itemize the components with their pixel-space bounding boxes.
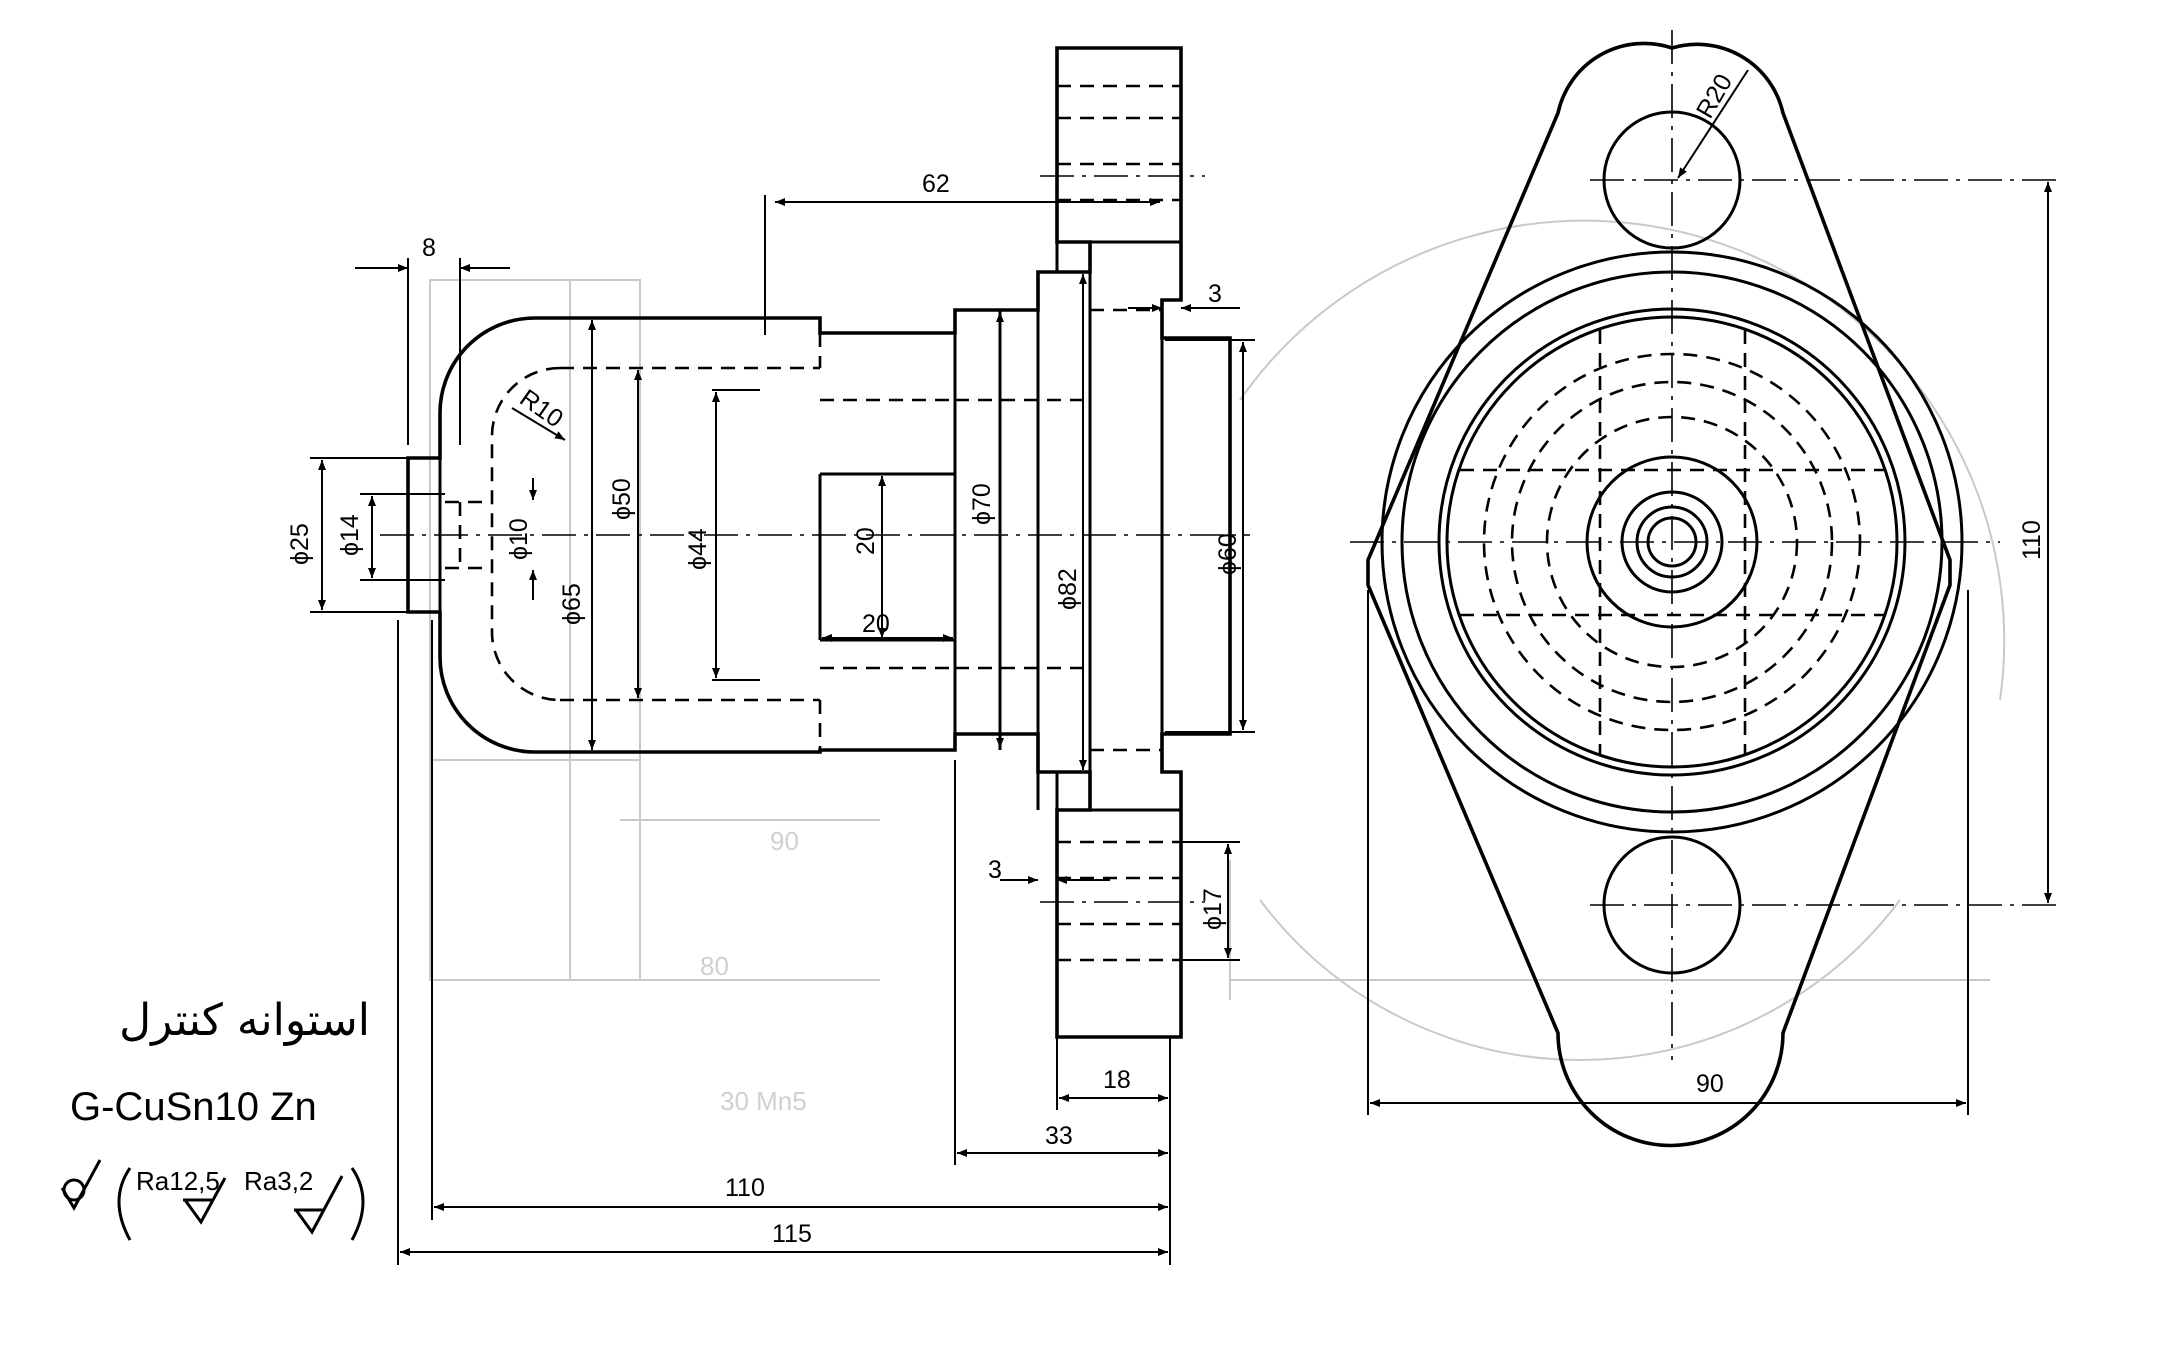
dim-20-vertical: 20: [852, 527, 880, 555]
svg-text:30 Mn5: 30 Mn5: [720, 1086, 807, 1116]
side-view: [1350, 30, 2060, 1148]
close-paren: [350, 1167, 365, 1241]
dim-110-side: 110: [2018, 520, 2046, 560]
dim-3-bottom: 3: [988, 856, 1002, 884]
dim-dia65: ϕ65: [558, 583, 586, 625]
dim-dia60: ϕ60: [1214, 533, 1242, 575]
dim-dia70: ϕ70: [968, 483, 996, 525]
dim-dia10: ϕ10: [505, 518, 533, 560]
roughness-symbol-1: [183, 1177, 227, 1225]
part-title: استوانه کنترل: [119, 995, 370, 1046]
dim-110-front: 110: [725, 1174, 765, 1202]
front-dimensions: 8 62 3 R10 ϕ25 ϕ14 ϕ10 ϕ65 ϕ50: [286, 170, 1255, 1265]
machined-surface-symbol: [60, 1159, 102, 1212]
dim-3-top: 3: [1208, 280, 1222, 308]
roughness-value-2: Ra3,2: [244, 1166, 313, 1196]
roughness-symbol-2: [294, 1175, 344, 1235]
dim-18: 18: [1103, 1066, 1131, 1094]
open-paren: [117, 1167, 132, 1241]
dim-62: 62: [922, 170, 950, 198]
dim-33: 33: [1045, 1122, 1073, 1150]
dim-90: 90: [1696, 1070, 1724, 1098]
dim-dia82: ϕ82: [1054, 568, 1082, 610]
dim-dia14: ϕ14: [336, 514, 364, 556]
roughness-value-1: Ra12,5: [136, 1166, 220, 1196]
show-through-artifacts: 80 90 30 Mn5: [429, 219, 2006, 1116]
flange-outline: [1366, 41, 1952, 1148]
svg-text:90: 90: [770, 826, 799, 856]
side-dimensions: R20 110 90: [1367, 69, 2052, 1115]
dim-8: 8: [422, 234, 436, 262]
dim-dia17: ϕ17: [1199, 888, 1227, 930]
surface-finish-symbols: Ra12,5 Ra3,2: [60, 1159, 365, 1241]
dim-20-horizontal: 20: [862, 610, 890, 638]
svg-text:80: 80: [700, 951, 729, 981]
material-spec: G-CuSn10 Zn: [70, 1085, 317, 1129]
dim-dia50: ϕ50: [608, 478, 636, 520]
dim-115: 115: [772, 1220, 812, 1248]
dim-dia25: ϕ25: [286, 523, 314, 565]
dim-dia44: ϕ44: [684, 528, 712, 570]
